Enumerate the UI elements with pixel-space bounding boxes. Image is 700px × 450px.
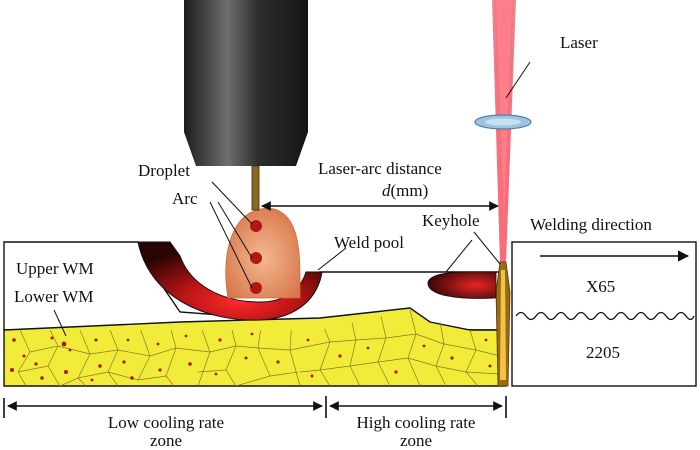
label-keyhole: Keyhole: [422, 211, 480, 230]
label-upper-wm: Upper WM: [16, 259, 94, 278]
material-box: [511, 241, 697, 387]
label-low-cooling-line2: zone: [150, 431, 182, 450]
welding-arc: [225, 207, 301, 299]
laser-beam-icon: [492, 0, 516, 262]
keyhole: [495, 261, 511, 387]
label-low-cooling-line1: Low cooling rate: [108, 413, 224, 432]
focusing-lens-icon: [474, 114, 532, 130]
label-weld-pool: Weld pool: [334, 233, 404, 252]
label-droplet: Droplet: [138, 161, 190, 180]
label-laser-arc-distance: Laser-arc distance: [318, 159, 442, 178]
label-high-cooling-line1: High cooling rate: [357, 413, 476, 432]
label-2205: 2205: [586, 343, 620, 362]
droplet-2: [250, 252, 262, 264]
zone-dimensions: [3, 396, 507, 418]
arc-weld-pool: [137, 241, 323, 321]
droplet-3: [250, 282, 262, 294]
label-arc: Arc: [172, 189, 198, 208]
droplet-1: [250, 220, 262, 232]
distance-unit: (mm): [391, 181, 429, 200]
distance-symbol: d: [382, 181, 391, 200]
label-lower-wm: Lower WM: [14, 287, 93, 306]
leader-lines: [53, 61, 531, 337]
electrode-wire: [251, 165, 260, 211]
lower-weld-metal: [3, 307, 507, 387]
label-welding-direction: Welding direction: [530, 215, 652, 234]
precipitates: [10, 332, 492, 382]
fusion-interface-wave: [515, 311, 695, 321]
laser-weld-pool: [427, 271, 497, 299]
label-distance-symbol: d(mm): [382, 181, 428, 200]
welding-torch-icon: [184, 0, 308, 211]
label-laser: Laser: [560, 33, 598, 52]
label-x65: X65: [586, 277, 615, 296]
label-high-cooling-line2: zone: [400, 431, 432, 450]
